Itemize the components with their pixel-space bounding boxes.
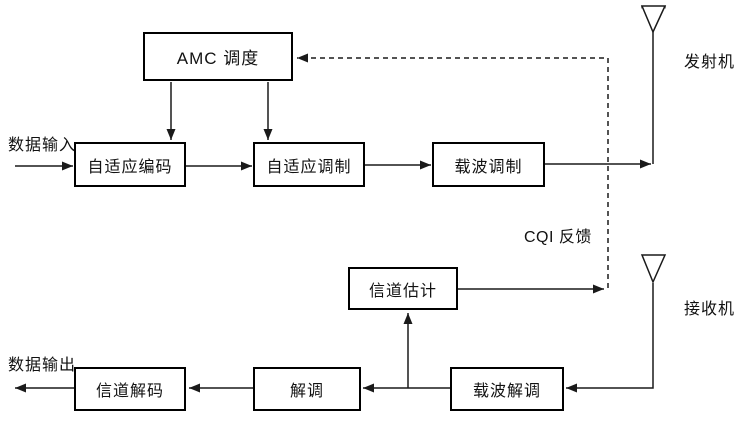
cqi-feedback-label: CQI 反馈 bbox=[524, 229, 592, 246]
box-adaptive-modulation: 自适应调制 bbox=[253, 142, 365, 187]
transmitter-antenna-icon bbox=[640, 5, 667, 164]
receiver-label: 接收机 bbox=[684, 301, 736, 318]
data-output-label: 数据输出 bbox=[8, 357, 77, 374]
transmitter-label: 发射机 bbox=[684, 54, 736, 71]
box-carrier-demodulation: 载波解调 bbox=[450, 367, 564, 411]
receiver-antenna-icon bbox=[640, 254, 667, 284]
box-amc-scheduling: AMC 调度 bbox=[143, 32, 293, 81]
data-input-label: 数据输入 bbox=[8, 137, 77, 154]
arrow-antenna-to-carrier-demod bbox=[566, 283, 654, 393]
box-demodulation: 解调 bbox=[253, 367, 361, 411]
box-channel-estimation: 信道估计 bbox=[348, 267, 458, 310]
box-carrier-modulation: 载波调制 bbox=[432, 142, 545, 187]
box-adaptive-coding: 自适应编码 bbox=[74, 142, 186, 187]
box-channel-decoding: 信道解码 bbox=[74, 367, 186, 411]
arrow-cqi-feedback-dashed bbox=[297, 53, 609, 288]
